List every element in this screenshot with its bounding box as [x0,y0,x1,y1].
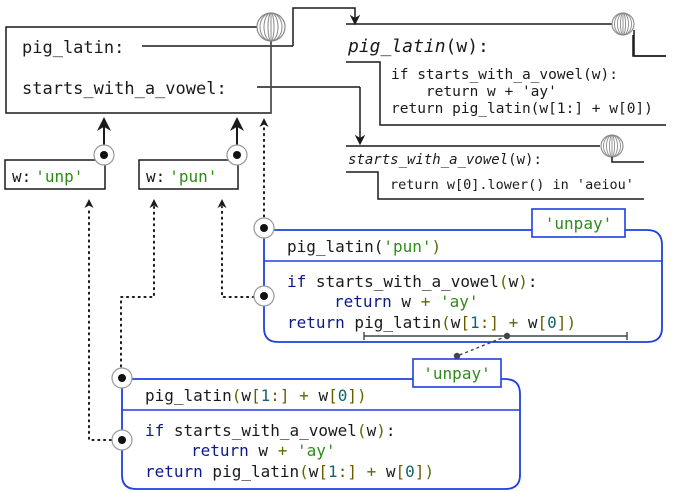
return-value: 'unpay' [545,214,612,233]
function-params: (w): [446,36,489,57]
call-expression: pig_latin(w[1:] + w[0]) [145,386,367,405]
globe-icon [600,134,624,158]
function-name: starts_with_a_vowel [348,152,508,168]
svg-text:w:'pun': w:'pun' [146,167,217,186]
code-line: return pig_latin(w[1:] + w[0]) [145,462,434,481]
return-value: 'unpay' [423,364,490,383]
dotted-arrow-frame-unp [88,206,112,441]
binding-pig-latin: pig_latin: [22,38,124,58]
subexpression-bracket [363,332,628,340]
frame-anchor-dot [111,367,133,389]
frame-anchor-dot [226,144,248,166]
frame-value: 'pun' [169,167,217,186]
frame-value: 'unp' [35,167,83,186]
frame-var: w: [146,167,165,186]
frame-var: w: [12,167,31,186]
code-line: return w + 'ay' [191,441,336,460]
return-value-box [412,358,502,388]
svg-text:w:'unp': w:'unp' [12,167,83,186]
svg-text:starts_with_a_vowel(w):: starts_with_a_vowel(w): [348,152,542,168]
dotted-arrows [88,125,265,441]
frame-anchor-dot [253,285,275,307]
function-name: pig_latin [347,36,446,57]
code-line: if starts_with_a_vowel(w): [287,272,537,291]
local-frame-unp: w:'unp' [4,117,115,190]
function-params: (w): [508,152,542,168]
frame-anchor-dot [93,144,115,166]
pointer-arrow-pig-latin [292,7,361,46]
globe-icon [611,12,635,36]
call-box-pig-latin-pun: 'unpay' pig_latin('pun') if starts_with_… [253,208,663,360]
code-line: if starts_with_a_vowel(w): [391,67,618,83]
code-line: return w[0].lower() in 'aeiou' [390,177,634,193]
frame-anchor-dot [253,217,275,239]
call-expression: pig_latin('pun') [287,237,441,256]
call-box-pig-latin-recursive: 'unpay' pig_latin(w[1:] + w[0]) if start… [111,358,521,490]
code-line: return w + 'ay' [391,84,557,100]
function-pig-latin: pig_latin(w): if starts_with_a_vowel(w):… [346,12,666,126]
dotted-arrow-frame-pun [221,206,255,298]
return-link [456,335,508,357]
code-line: return pig_latin(w[1:] + w[0]) [287,313,576,332]
code-line: return w + 'ay' [334,292,479,311]
global-frame: pig_latin: starts_with_a_vowel: [5,12,360,114]
local-frame-pun: w:'pun' [138,117,248,190]
binding-starts-with-a-vowel: starts_with_a_vowel: [22,79,227,99]
frame-anchor-dot [111,429,133,451]
global-frame-box [5,26,272,114]
code-line: return pig_latin(w[1:] + w[0]) [391,101,653,117]
globe-icon [256,12,286,42]
dotted-arrow-frame-pun-2 [120,206,155,379]
code-line: if starts_with_a_vowel(w): [145,421,395,440]
function-starts-with-a-vowel: starts_with_a_vowel(w): return w[0].lowe… [346,134,644,200]
svg-text:pig_latin(w):: pig_latin(w): [347,36,489,57]
return-value-box [531,208,626,238]
